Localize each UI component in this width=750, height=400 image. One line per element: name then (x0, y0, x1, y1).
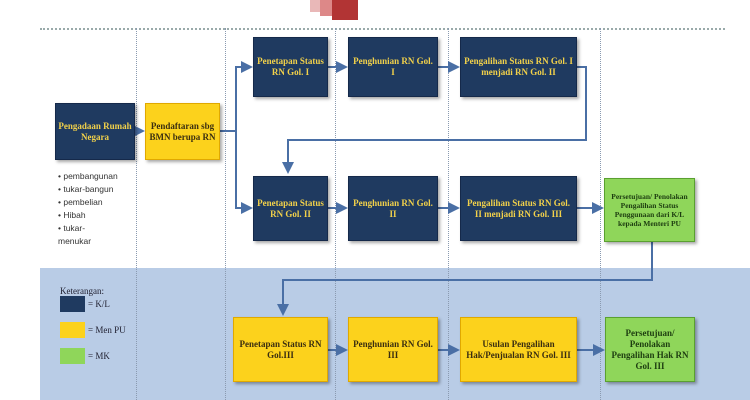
column-divider (225, 28, 226, 400)
top-divider (40, 28, 725, 30)
usulan-pengalihan-box: Usulan Pengalihan Hak/Penjualan RN Gol. … (460, 317, 577, 382)
pengalihan-gol2-box: Pengalihan Status RN Gol. II menjadi RN … (460, 176, 577, 241)
legend-label: = K/L (88, 299, 110, 309)
legend-swatch-kl (60, 296, 85, 312)
column-divider (335, 28, 336, 400)
persetujuan-status-box: Persetujuan/ Penolakan Pengalihan Status… (604, 178, 695, 242)
column-divider (448, 28, 449, 400)
penghunian-gol2-box: Penghunian RN Gol. II (348, 176, 438, 241)
penetapan-gol2-box: Penetapan Status RN Gol. II (253, 176, 328, 241)
list-item: tukar-bangun (58, 183, 118, 196)
legend-label: = MK (88, 351, 110, 361)
persetujuan-hak-box: Persetujuan/ Penolakan Pengalihan Hak RN… (605, 317, 695, 382)
legend-swatch-mk (60, 348, 85, 364)
list-item: Hibah (58, 209, 118, 222)
pengalihan-gol1-box: Pengalihan Status RN Gol. I menjadi RN G… (460, 37, 577, 97)
legend-swatch-menpu (60, 322, 85, 338)
pengadaan-box: Pengadaan Rumah Negara (55, 103, 135, 160)
column-divider (136, 28, 137, 400)
list-item: pembangunan (58, 170, 118, 183)
penghunian-gol3-box: Penghunian RN Gol. III (348, 317, 438, 382)
pendaftaran-box: Pendaftaran sbg BMN berupa RN (145, 103, 220, 160)
logo-graphic (310, 0, 358, 20)
legend-label: = Men PU (88, 325, 126, 335)
legend-title: Keterangan: (60, 286, 104, 296)
penetapan-gol1-box: Penetapan Status RN Gol. I (253, 37, 328, 97)
column-divider (600, 28, 601, 400)
list-item: tukar-menukar (58, 222, 118, 248)
penetapan-gol3-box: Penetapan Status RN Gol.III (233, 317, 328, 382)
acquisition-methods-list: pembangunan tukar-bangun pembelian Hibah… (58, 170, 118, 248)
list-item: pembelian (58, 196, 118, 209)
penghunian-gol1-box: Penghunian RN Gol. I (348, 37, 438, 97)
